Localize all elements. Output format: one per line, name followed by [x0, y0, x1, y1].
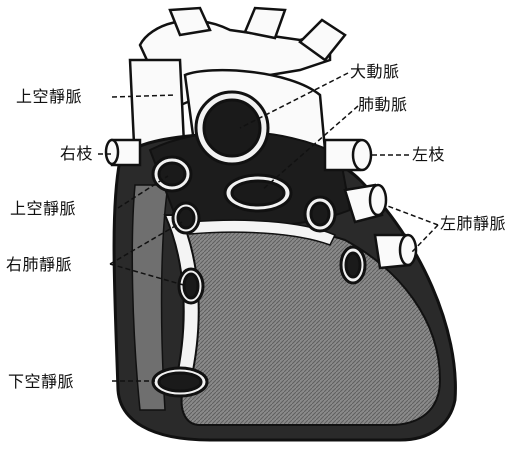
label-left-pulmonary-veins: 左肺靜脈: [440, 215, 506, 233]
label-pulmonary-artery: 肺動脈: [358, 96, 408, 114]
right-pulmonary-vein-upper-inner: [178, 208, 194, 228]
label-left-branch: 左枝: [412, 146, 445, 164]
label-inferior-vena-cava: 下空靜脈: [8, 373, 74, 391]
label-superior-vena-cava-top: 上空靜脈: [16, 88, 82, 106]
label-superior-vena-cava-opening: 上空靜脈: [10, 200, 76, 218]
left-carotid: [245, 8, 285, 38]
pulmonary-artery-opening-inner: [232, 181, 284, 205]
right-pulmonary-vein-lower-inner: [184, 274, 198, 298]
left-pulmonary-vein-tube-1-end: [370, 185, 386, 215]
left-pulmonary-vein-lower-inner: [346, 253, 360, 277]
label-right-branch: 右枝: [60, 145, 93, 163]
ivc-opening-inner: [159, 373, 201, 391]
label-aorta: 大動脈: [350, 63, 400, 81]
svc-opening-inner: [159, 163, 185, 185]
left-branch-end: [353, 140, 371, 170]
label-right-pulmonary-veins: 右肺靜脈: [6, 256, 72, 274]
aorta-opening-inner: [204, 100, 260, 156]
right-branch-end: [106, 140, 118, 164]
left-pulmonary-vein-upper-inner: [311, 203, 329, 225]
